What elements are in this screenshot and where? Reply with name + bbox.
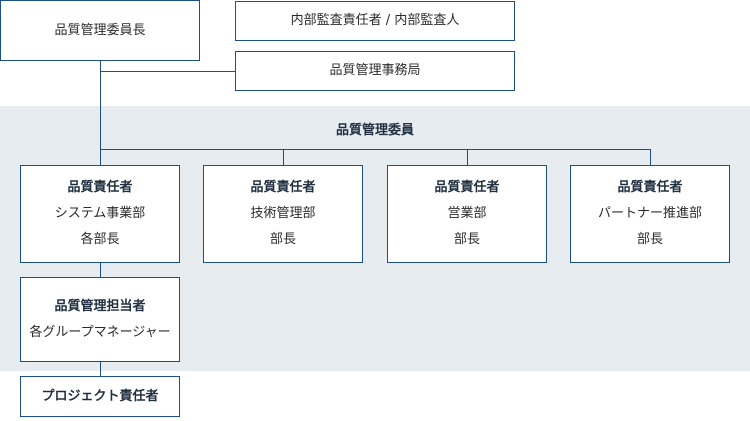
manager-dept: パートナー推進部 (597, 206, 702, 221)
committee-title: 品質管理委員 (335, 123, 414, 138)
manager-title: 品質責任者 (67, 180, 133, 195)
manager-title: 品質責任者 (434, 180, 500, 195)
chair-box: 品質管理委員長 (0, 0, 200, 61)
manager-box-partner: 品質責任者 パートナー推進部 部長 (570, 165, 730, 263)
qa-person-box: 品質管理担当者 各グループマネージャー (20, 277, 180, 362)
manager-dept: 技術管理部 (250, 206, 316, 221)
manager-box-system: 品質責任者 システム事業部 各部長 (20, 165, 180, 263)
manager-role: 部長 (269, 232, 296, 247)
manager-dept: 営業部 (447, 206, 487, 221)
qa-person-role: 各グループマネージャー (29, 324, 171, 340)
project-title: プロジェクト責任者 (41, 388, 159, 404)
manager-role: 部長 (636, 232, 663, 247)
chair-label: 品質管理委員長 (54, 22, 146, 38)
manager-title: 品質責任者 (617, 180, 683, 195)
manager-dept: システム事業部 (54, 206, 146, 221)
audit-label: 内部監査責任者 / 内部監査人 (290, 13, 460, 28)
manager-role: 各部長 (80, 232, 120, 247)
audit-box: 内部監査責任者 / 内部監査人 (235, 1, 515, 41)
manager-title: 品質責任者 (250, 180, 316, 195)
secretariat-box: 品質管理事務局 (235, 51, 515, 91)
manager-box-sales: 品質責任者 営業部 部長 (387, 165, 547, 263)
project-box: プロジェクト責任者 (20, 376, 180, 417)
secretariat-label: 品質管理事務局 (329, 63, 421, 78)
manager-box-tech: 品質責任者 技術管理部 部長 (203, 165, 363, 263)
qa-person-title: 品質管理担当者 (54, 298, 146, 314)
manager-role: 部長 (453, 232, 480, 247)
